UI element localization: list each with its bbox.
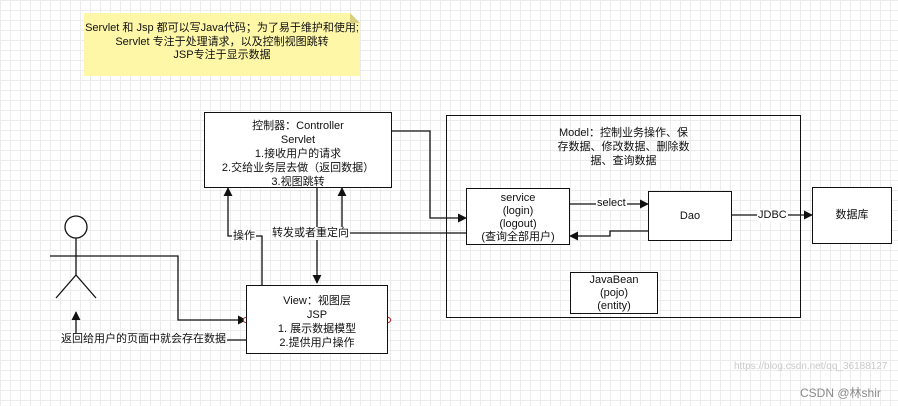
controller-duty-2: 2.交给业务层去做（返回数据） — [221, 162, 375, 174]
view-box[interactable]: View：视图层 JSP 1. 展示数据模型 2.提供用户操作 — [246, 285, 388, 354]
controller-title: 控制器：Controller — [252, 120, 344, 132]
view-title: View：视图层 — [283, 295, 351, 307]
service-title: service — [500, 192, 536, 204]
service-method-login: (login) — [502, 205, 534, 217]
sticky-note: Servlet 和 Jsp 都可以写Java代码；为了易于维护和使用; Serv… — [84, 13, 360, 76]
service-method-logout: (logout) — [499, 218, 537, 230]
model-line: Model：控制业务操作、保 — [559, 127, 688, 139]
javabean-title: JavaBean — [589, 274, 639, 286]
controller-box[interactable]: 控制器：Controller Servlet 1.接收用户的请求 2.交给业务层… — [204, 112, 392, 188]
service-method-query-users: (查询全部用户) — [481, 231, 555, 243]
javabean-pojo: (pojo) — [599, 287, 629, 299]
note-fold — [350, 13, 360, 23]
user-to-view-arrow — [102, 255, 247, 325]
note-line: JSP专注于显示数据 — [173, 49, 271, 61]
dao-to-service-arrow — [569, 230, 648, 241]
url-watermark: https://blog.csdn.net/qq_36188127 — [734, 361, 888, 372]
operate-label: 操作 — [232, 230, 256, 243]
view-duty-2: 2.提供用户操作 — [279, 337, 355, 349]
service-box[interactable]: service (login) (logout) (查询全部用户) — [466, 188, 570, 245]
controller-duty-1: 1.接收用户的请求 — [254, 148, 342, 160]
model-container[interactable]: Model：控制业务操作、保 存数据、修改数据、删除数 据、查询数据 — [446, 115, 801, 318]
return-page-label: 返回给用户的页面中就会存在数据 — [60, 333, 227, 346]
user-actor-figure — [50, 215, 102, 299]
controller-to-service-arrow — [392, 130, 467, 223]
model-line: 存数据、修改数据、删除数 — [557, 141, 690, 153]
csdn-credit: CSDN @林shir — [800, 386, 881, 400]
dao-label: Dao — [679, 210, 701, 222]
model-line: 据、查询数据 — [590, 155, 657, 167]
controller-duty-3: 3.视图跳转 — [271, 176, 325, 188]
controller-subtitle: Servlet — [280, 134, 316, 146]
javabean-entity: (entity) — [597, 300, 631, 312]
database-box[interactable]: 数据库 — [812, 187, 892, 244]
jdbc-label: JDBC — [757, 209, 788, 222]
select-label: select — [596, 197, 627, 210]
note-line: Servlet 专注于处理请求，以及控制视图跳转 — [115, 35, 329, 48]
view-duty-1: 1. 展示数据模型 — [277, 323, 357, 335]
note-line: Servlet 和 Jsp 都可以写Java代码；为了易于维护和使用; — [85, 22, 359, 34]
database-label: 数据库 — [835, 209, 869, 221]
model-description: Model：控制业务操作、保 存数据、修改数据、删除数 据、查询数据 — [447, 126, 800, 168]
javabean-box[interactable]: JavaBean (pojo) (entity) — [570, 272, 658, 314]
forward-redirect-label: 转发或者重定向 — [271, 227, 350, 240]
dao-box[interactable]: Dao — [648, 191, 732, 241]
view-subtitle: JSP — [306, 309, 328, 321]
